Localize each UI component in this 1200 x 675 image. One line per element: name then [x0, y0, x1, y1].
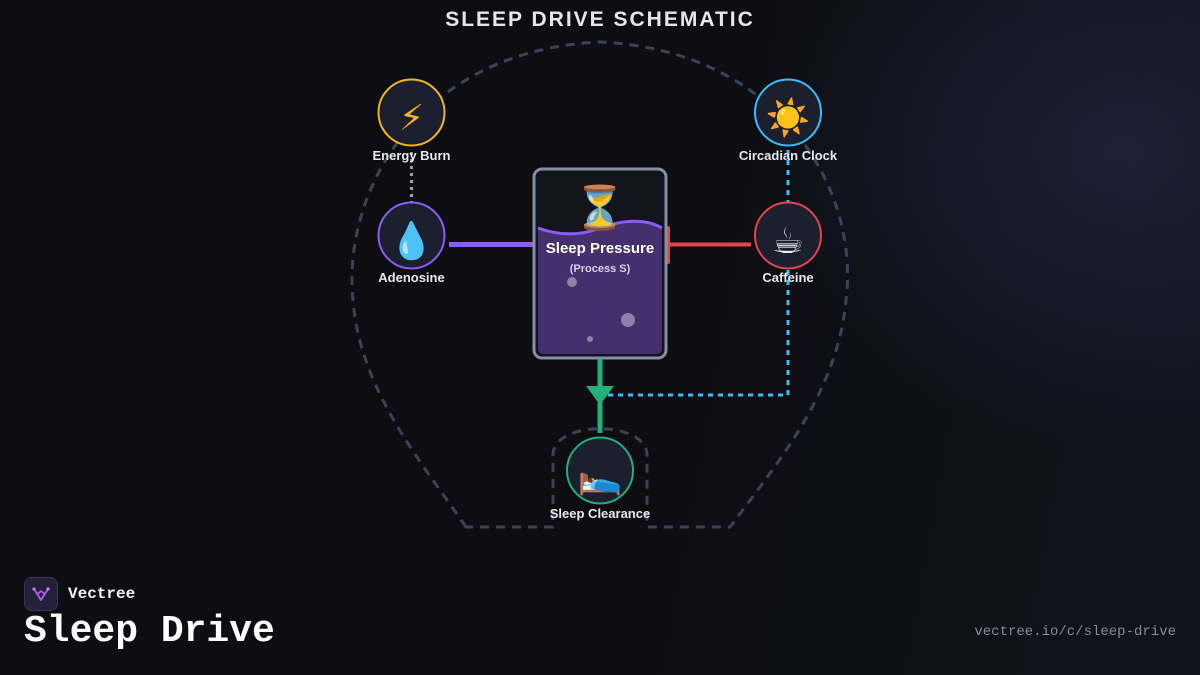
page-url[interactable]: vectree.io/c/sleep-drive [974, 624, 1176, 640]
lightning-icon: ⚡ [398, 98, 425, 139]
bubble [587, 336, 593, 342]
vectree-logo-icon [24, 577, 58, 611]
energy-burn-node [377, 78, 446, 147]
clearance-arrowhead [586, 386, 614, 405]
caffeine-label: Caffeine [762, 270, 814, 285]
sleep-clearance-node [566, 436, 634, 505]
circadian-clock-label: Circadian Clock [738, 148, 838, 163]
sleeping-bed-icon: 🛌 [577, 456, 623, 497]
droplet-icon: 💧 [389, 221, 434, 262]
brand-name: Vectree [68, 585, 136, 603]
adenosine-node [377, 201, 446, 270]
bubble [567, 277, 577, 287]
diagram-title: SLEEP DRIVE SCHEMATIC [445, 8, 755, 31]
sleep-pressure-surface [537, 219, 663, 236]
hourglass-icon: ⏳ [573, 183, 627, 232]
caffeine-node [754, 201, 822, 270]
page-title: Sleep Drive [24, 610, 275, 653]
adenosine-label: Adenosine [378, 270, 445, 285]
sleep-clearance-label: Sleep Clearance [549, 506, 651, 521]
bubble [621, 313, 635, 327]
sun-icon: ☀️ [765, 98, 811, 139]
brand[interactable]: Vectree [24, 577, 135, 611]
energy-burn-label: Energy Burn [372, 148, 451, 163]
sleep-pressure-subtitle: (Process S) [569, 263, 631, 275]
sleep-pressure-title: Sleep Pressure [545, 240, 655, 257]
circadian-clock-node [754, 78, 822, 147]
coffee-icon: ☕ [771, 221, 805, 262]
